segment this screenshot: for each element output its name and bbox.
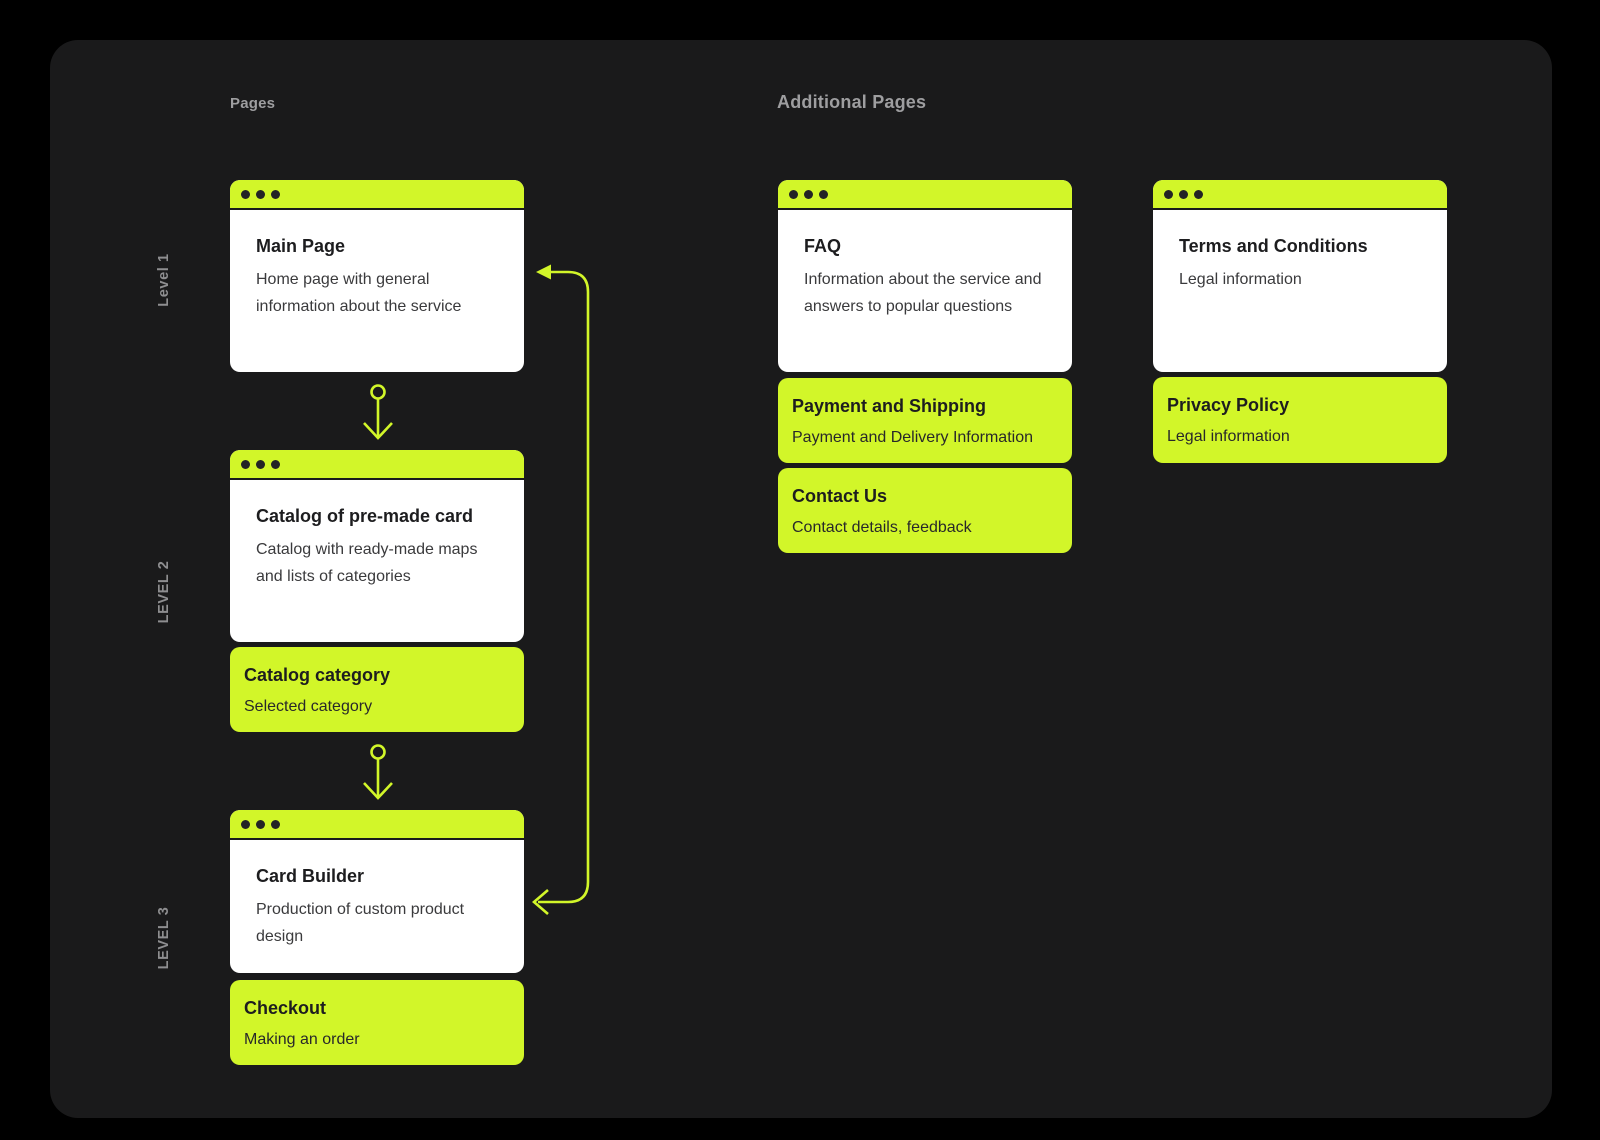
main-page-to-card-builder-connector: [534, 264, 588, 915]
sitemap-diagram-canvas: Pages Additional Pages Level 1 LEVEL 2 L…: [50, 40, 1552, 1118]
subpage-title-checkout: Checkout: [244, 998, 327, 1018]
subpage-description-catalog-category: Selected category: [244, 698, 373, 715]
level-1-label: Level 1: [156, 253, 172, 307]
page-description-main-page: Home page with general information about…: [256, 271, 462, 315]
window-titlebar: [778, 180, 1072, 210]
subpage-title-payment-and-shipping: Payment and Shipping: [792, 396, 987, 416]
window-control-dot-icon: [789, 189, 798, 199]
window-control-dot-icon: [241, 189, 250, 199]
page-description-card-builder: Production of custom product design: [256, 901, 465, 945]
subpage-contact-us: Contact Us Contact details, feedback: [778, 468, 1072, 553]
page-title-main-page: Main Page: [256, 236, 346, 256]
window-control-dot-icon: [271, 459, 280, 469]
window-card-builder: Card Builder Production of custom produc…: [230, 810, 524, 973]
subpage-payment-and-shipping: Payment and Shipping Payment and Deliver…: [778, 378, 1072, 463]
window-control-dot-icon: [241, 819, 250, 829]
window-control-dot-icon: [804, 189, 813, 199]
additional-pages-section-header: Additional Pages: [777, 92, 927, 112]
subpage-checkout: Checkout Making an order: [230, 980, 524, 1065]
window-terms-and-conditions: Terms and Conditions Legal information: [1153, 180, 1447, 372]
window-control-dot-icon: [256, 819, 265, 829]
subpage-description-checkout: Making an order: [244, 1031, 360, 1048]
window-control-dot-icon: [271, 189, 280, 199]
subpage-description-privacy-policy: Legal information: [1167, 428, 1290, 445]
window-control-dot-icon: [241, 459, 250, 469]
window-titlebar: [1153, 180, 1447, 210]
window-content: Card Builder Production of custom produc…: [230, 840, 524, 950]
subpage-description-contact-us: Contact details, feedback: [792, 519, 972, 536]
window-catalog: Catalog of pre-made card Catalog with re…: [230, 450, 524, 642]
subpage-title-catalog-category: Catalog category: [244, 665, 391, 685]
level-3-label: LEVEL 3: [156, 906, 172, 970]
page-title-catalog: Catalog of pre-made card: [256, 506, 474, 526]
window-control-dot-icon: [271, 819, 280, 829]
window-control-dot-icon: [256, 189, 265, 199]
page-title-card-builder: Card Builder: [256, 866, 365, 886]
pages-section-header: Pages: [230, 95, 276, 112]
window-control-dot-icon: [819, 189, 828, 199]
flow-arrow-down-icon: [364, 746, 392, 799]
window-main-page: Main Page Home page with general informa…: [230, 180, 524, 372]
window-control-dot-icon: [256, 459, 265, 469]
window-control-dot-icon: [1179, 189, 1188, 199]
window-faq: FAQ Information about the service and an…: [778, 180, 1072, 372]
page-description-faq: Information about the service and answer…: [804, 271, 1042, 315]
subpage-catalog-category: Catalog category Selected category: [230, 647, 524, 732]
window-content: FAQ Information about the service and an…: [778, 210, 1072, 320]
window-content: Terms and Conditions Legal information: [1153, 210, 1447, 293]
window-titlebar: [230, 450, 524, 480]
subpage-title-contact-us: Contact Us: [792, 486, 888, 506]
subpage-description-payment-and-shipping: Payment and Delivery Information: [792, 429, 1033, 446]
subpage-privacy-policy: Privacy Policy Legal information: [1153, 377, 1447, 463]
window-content: Main Page Home page with general informa…: [230, 210, 524, 320]
level-2-label: LEVEL 2: [156, 560, 172, 624]
window-titlebar: [230, 810, 524, 840]
window-content: Catalog of pre-made card Catalog with re…: [230, 480, 524, 590]
window-control-dot-icon: [1194, 189, 1203, 199]
window-titlebar: [230, 180, 524, 210]
page-description-terms-and-conditions: Legal information: [1179, 271, 1302, 288]
flow-arrow-down-icon: [364, 386, 392, 439]
page-title-faq: FAQ: [804, 236, 842, 256]
subpage-title-privacy-policy: Privacy Policy: [1167, 395, 1290, 415]
page-title-terms-and-conditions: Terms and Conditions: [1179, 236, 1368, 256]
window-control-dot-icon: [1164, 189, 1173, 199]
page-description-catalog: Catalog with ready-made maps and lists o…: [256, 541, 478, 585]
